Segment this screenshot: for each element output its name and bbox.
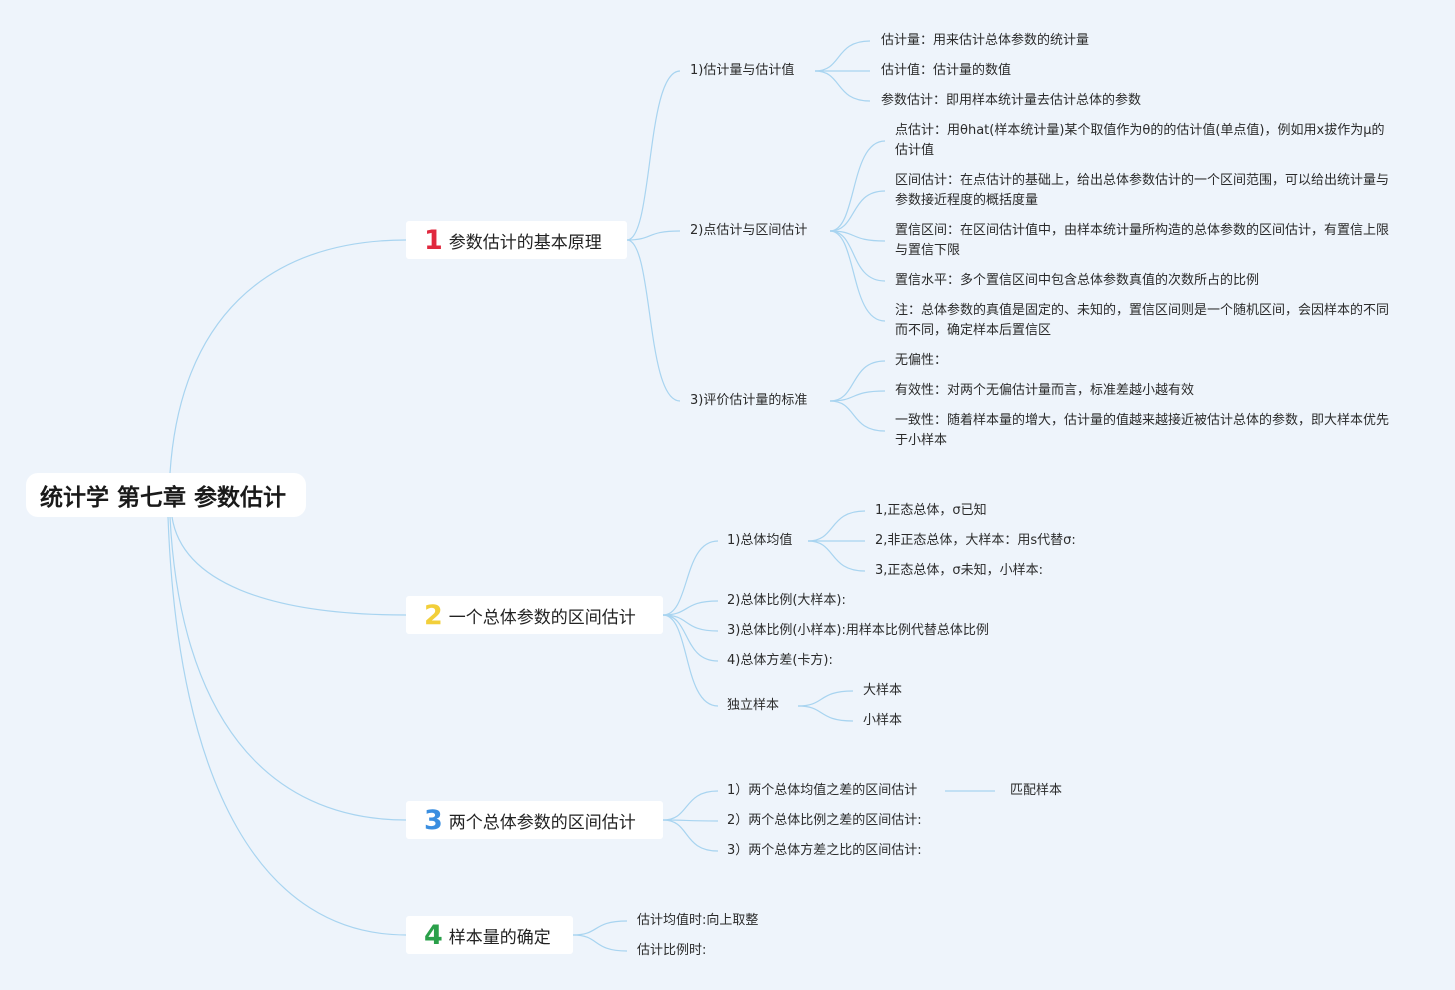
link-b1s3-i2 — [829, 400, 886, 432]
b4-sub2-label[interactable]: 估计比例时: — [637, 943, 707, 958]
b1-sub3-item1: 无偏性： — [895, 353, 948, 368]
link-root-b1 — [169, 239, 407, 474]
link-b1-s2 — [626, 230, 681, 241]
b1-sub1-item3: 参数估计：即用样本统计量去估计总体的参数 — [881, 93, 1142, 108]
b2-sub1-item1: 1,正态总体，σ已知 — [875, 503, 987, 518]
b1-sub1-label[interactable]: 1)估计量与估计值 — [690, 63, 795, 78]
link-b2-s1 — [662, 600, 719, 616]
b2-sub2-label[interactable]: 2)总体比例(大样本): — [727, 593, 846, 608]
b1-sub2-label[interactable]: 2)点估计与区间估计 — [690, 223, 808, 238]
link-b3-s1 — [662, 819, 719, 822]
b1-sub2-item3: 置信区间：在区间估计值中，由样本统计量所构造的总体参数的区间估计，有置信上限与置… — [895, 223, 1390, 258]
b1-sub3-label[interactable]: 3)评价估计量的标准 — [690, 393, 808, 408]
link-b1s1-i0 — [814, 40, 871, 72]
branch-1-node[interactable]: 1 参数估计的基本原理 — [406, 221, 627, 259]
link-b1-s1 — [626, 70, 681, 241]
b1-sub2-item2: 区间估计：在点估计的基础上，给出总体参数估计的一个区间范围，可以给出统计量与参数… — [895, 173, 1390, 208]
b1-sub1-item1: 估计量：用来估计总体参数的统计量 — [881, 33, 1090, 48]
b1-sub3-item2: 有效性：对两个无偏估计量而言，标准差越小越有效 — [895, 383, 1195, 398]
branch-2-label: 一个总体参数的区间估计 — [448, 607, 636, 628]
link-b2s5-i1 — [797, 705, 854, 722]
b3-sub1-label[interactable]: 1）两个总体均值之差的区间估计 — [727, 783, 918, 798]
branch-2-number: 2 — [424, 599, 443, 631]
link-b2-s4 — [662, 614, 719, 707]
b2-sub3-label[interactable]: 3)总体比例(小样本):用样本比例代替总体比例 — [727, 623, 989, 638]
link-b1s2-i4 — [829, 230, 886, 322]
link-b2-s2 — [662, 614, 719, 632]
branch-2-node[interactable]: 2 一个总体参数的区间估计 — [406, 596, 663, 634]
link-b3-s0 — [662, 790, 719, 821]
link-b1s2-i0 — [829, 140, 886, 232]
link-b4-s0 — [572, 920, 628, 936]
link-root-b2 — [171, 516, 407, 616]
link-b1s2-i1 — [829, 190, 886, 232]
b1-sub1-item2: 估计值：估计量的数值 — [881, 63, 1012, 78]
branch-3-label: 两个总体参数的区间估计 — [448, 812, 636, 833]
link-b1s2-i2 — [829, 230, 886, 242]
b1-sub2-item4: 置信水平：多个置信区间中包含总体参数真值的次数所占的比例 — [895, 273, 1260, 288]
b2-sub1-item3: 3,正态总体，σ未知，小样本: — [875, 563, 1044, 578]
branch-1-label: 参数估计的基本原理 — [448, 232, 602, 253]
root-title: 统计学 第七章 参数估计 — [40, 485, 287, 511]
b2-sub1-label[interactable]: 1)总体均值 — [727, 533, 793, 548]
branch-1-number: 1 — [424, 224, 443, 256]
link-root-b3 — [169, 516, 407, 821]
branch-3-number: 3 — [424, 804, 443, 836]
link-b2-s0 — [662, 540, 719, 616]
link-b1-s3 — [626, 239, 681, 402]
link-b2s1-i0 — [807, 510, 866, 542]
branch-4-number: 4 — [424, 919, 443, 951]
link-b2s1-i2 — [807, 540, 866, 572]
link-b1s3-i1 — [829, 390, 886, 402]
link-b4-s1 — [572, 934, 628, 952]
b1-sub2-item1: 点估计：用θhat(样本统计量)某个取值作为θ的的估计值(单点值)，例如用x拔作… — [895, 123, 1385, 158]
b2-sub5-label[interactable]: 独立样本 — [727, 698, 780, 713]
link-b2s5-i0 — [797, 690, 854, 707]
link-b1s2-i3 — [829, 230, 886, 282]
b2-sub5-item1: 大样本 — [863, 683, 903, 698]
link-b1s3-i0 — [829, 360, 886, 402]
branch-4-node[interactable]: 4 样本量的确定 — [406, 916, 573, 954]
b4-sub1-label[interactable]: 估计均值时:向上取整 — [637, 913, 759, 928]
b2-sub1-item2: 2,非正态总体，大样本：用s代替σ: — [875, 533, 1076, 548]
branch-3-node[interactable]: 3 两个总体参数的区间估计 — [406, 801, 663, 839]
b3-sub1-item1: 匹配样本 — [1010, 783, 1063, 798]
b3-sub3-label[interactable]: 3）两个总体方差之比的区间估计: — [727, 843, 922, 858]
link-b1s1-i2 — [814, 70, 871, 102]
b2-sub4-label[interactable]: 4)总体方差(卡方): — [727, 653, 833, 668]
link-b3-s2 — [662, 819, 719, 852]
b2-sub5-item2: 小样本 — [863, 713, 903, 728]
b1-sub3-item3: 一致性：随着样本量的增大，估计量的值越来越接近被估计总体的参数，即大样本优先于小… — [895, 413, 1390, 448]
link-b2-s3 — [662, 614, 719, 662]
branch-4-label: 样本量的确定 — [448, 927, 551, 948]
root-node[interactable]: 统计学 第七章 参数估计 — [26, 473, 306, 517]
b1-sub2-item5: 注：总体参数的真值是固定的、未知的，置信区间则是一个随机区间，会因样本的不同而不… — [895, 303, 1390, 338]
b3-sub2-label[interactable]: 2）两个总体比例之差的区间估计: — [727, 813, 922, 828]
link-root-b4 — [167, 516, 407, 936]
